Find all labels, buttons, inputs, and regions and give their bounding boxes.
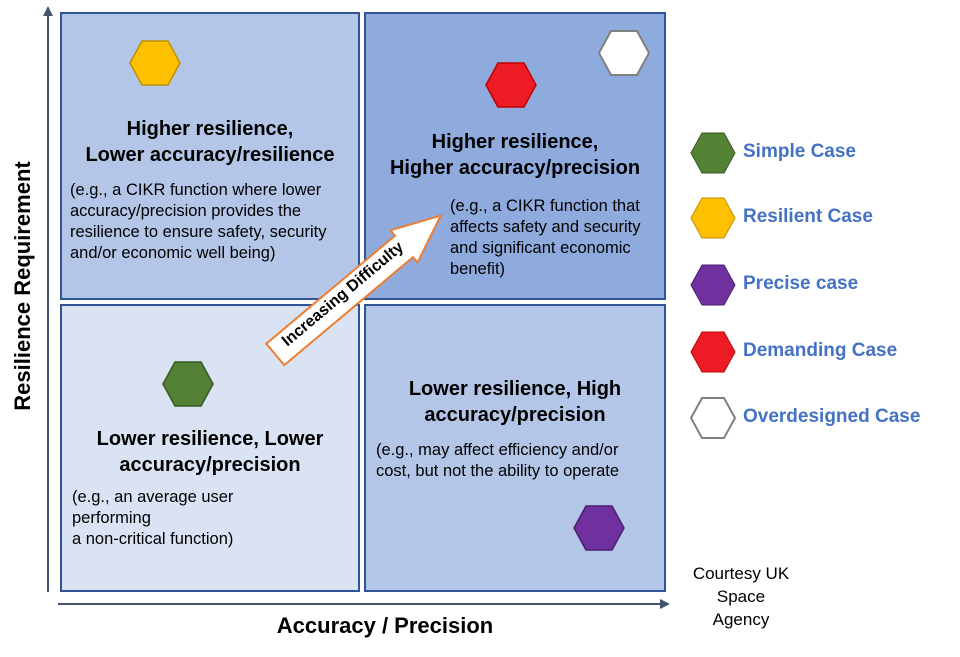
hexagon-icon xyxy=(690,331,736,373)
legend-precise: Precise case xyxy=(690,264,960,310)
bottom-right-desc: (e.g., may affect efficiency and/or cost… xyxy=(376,441,620,480)
top-left-title: Higher resilience,Lower accuracy/resilie… xyxy=(85,118,335,166)
top-right-title: Higher resilience,Higher accuracy/precis… xyxy=(389,131,641,179)
hexagon-icon xyxy=(690,397,736,439)
legend-resilient: Resilient Case xyxy=(690,197,960,243)
simple-hexagon xyxy=(162,361,214,407)
hexagon-icon xyxy=(690,197,736,239)
precise-hexagon xyxy=(573,505,625,551)
y-axis-label: Resilience Requirement xyxy=(10,161,35,411)
legend-simple: Simple Case xyxy=(690,132,960,178)
overdesigned-hexagon xyxy=(598,30,650,76)
increasing-difficulty-arrow: Increasing Difficulty xyxy=(260,197,457,372)
hexagon-icon xyxy=(690,132,736,174)
demanding-hexagon xyxy=(485,62,537,108)
top-right-desc: (e.g., a CIKR function that affects safe… xyxy=(450,197,641,278)
quadrant-top-left xyxy=(60,12,360,300)
legend-demanding: Demanding Case xyxy=(690,331,960,377)
quadrant-bottom-left xyxy=(60,304,360,592)
legend-overdesigned: Overdesigned Case xyxy=(690,397,960,443)
hexagon-icon xyxy=(690,264,736,306)
resilient-hexagon xyxy=(129,40,181,86)
top-left-desc: (e.g., a CIKR function where lower accur… xyxy=(70,181,327,262)
x-axis-label: Accuracy / Precision xyxy=(276,613,494,638)
